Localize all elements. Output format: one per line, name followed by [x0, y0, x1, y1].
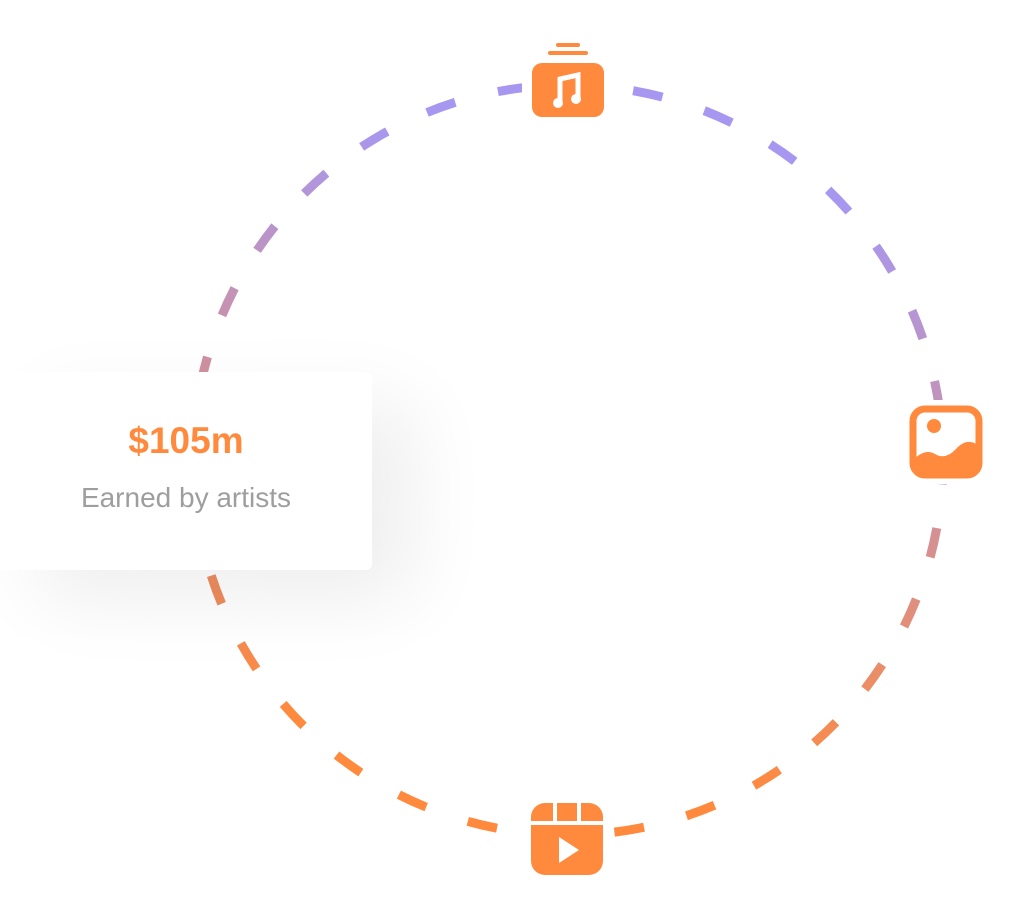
video-icon[interactable] — [520, 796, 614, 882]
music-album-icon[interactable] — [522, 36, 614, 122]
earnings-value: $105m — [128, 420, 244, 461]
earnings-stat-card: $105m Earned by artists — [0, 372, 372, 570]
image-icon[interactable] — [900, 400, 992, 484]
earnings-label: Earned by artists — [80, 482, 292, 513]
